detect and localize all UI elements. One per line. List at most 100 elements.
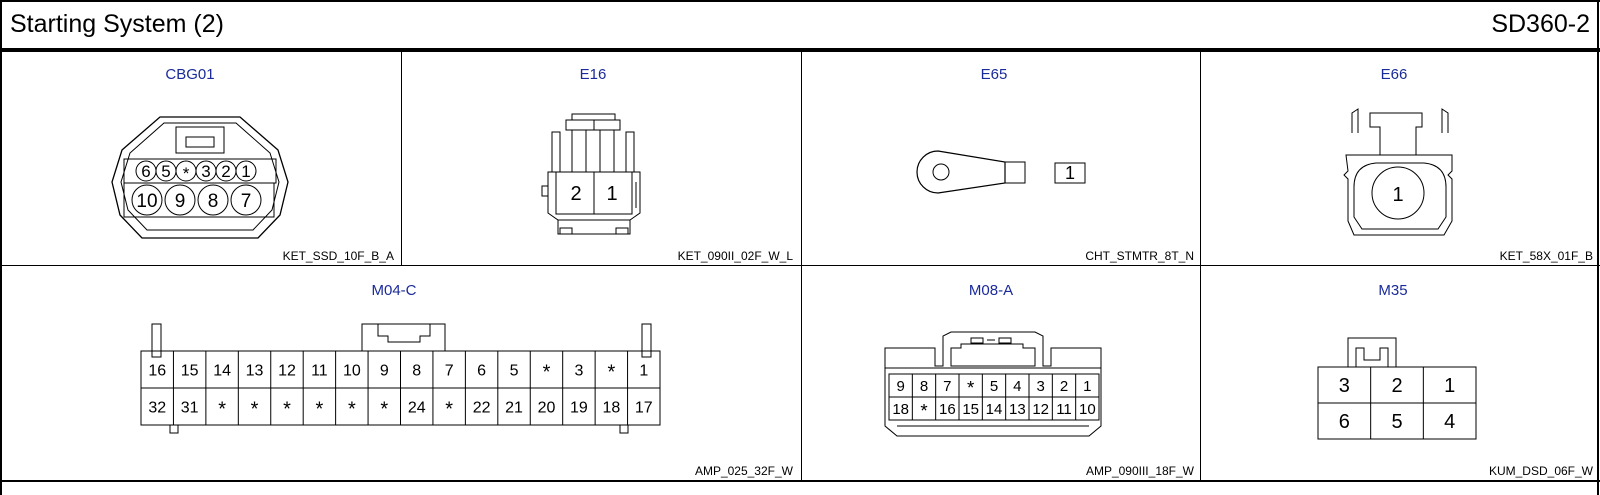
pin-label: 5 bbox=[990, 378, 998, 395]
pin-label: 10 bbox=[343, 362, 361, 379]
pin-label: 6 bbox=[1339, 411, 1350, 433]
connector-cbg01-drawing: 6 5 * 3 2 1 10 9 8 7 bbox=[111, 116, 289, 239]
pin-label: 1 bbox=[1083, 378, 1091, 395]
pin-label: 8 bbox=[412, 362, 421, 379]
pin-label: 3 bbox=[1339, 375, 1350, 397]
pin-label: 6 bbox=[141, 162, 150, 181]
pin-label: 10 bbox=[136, 191, 157, 212]
connector-code: CHT_STMTR_8T_N bbox=[1085, 249, 1194, 263]
pin-label: * bbox=[380, 398, 388, 420]
pin-label: 9 bbox=[175, 191, 186, 212]
pin-label: 2 bbox=[1060, 378, 1068, 395]
page-title: Starting System (2) bbox=[10, 10, 224, 38]
pin-label: 16 bbox=[939, 401, 956, 418]
pin-label: 6 bbox=[477, 362, 486, 379]
pin-label: 1 bbox=[1444, 375, 1455, 397]
connector-name: CBG01 bbox=[165, 66, 215, 83]
pin-label: 8 bbox=[920, 378, 928, 395]
pin-label: 14 bbox=[986, 401, 1003, 418]
connector-code: KET_090II_02F_W_L bbox=[677, 249, 793, 263]
pin-label: 2 bbox=[570, 183, 581, 205]
connector-e66-drawing: 1 bbox=[1343, 108, 1453, 236]
pin-label: 3 bbox=[574, 362, 583, 379]
pin-label: 1 bbox=[1065, 163, 1075, 183]
pin-label: 2 bbox=[221, 162, 230, 181]
pin-label: 1 bbox=[241, 162, 250, 181]
pin-label: 4 bbox=[1013, 378, 1021, 395]
pin-label: 20 bbox=[538, 399, 556, 416]
pin-label: 11 bbox=[311, 362, 328, 379]
cell-divider bbox=[1200, 52, 1201, 480]
pin-label: 7 bbox=[241, 191, 252, 212]
diagram-code: SD360-2 bbox=[1491, 10, 1590, 38]
connector-code: AMP_025_32F_W bbox=[694, 464, 793, 478]
left-border bbox=[0, 0, 2, 495]
pin-label: 32 bbox=[148, 399, 166, 416]
pin-label: 13 bbox=[246, 362, 264, 379]
connector-code: KUM_DSD_06F_W bbox=[1488, 464, 1593, 478]
connector-e65-drawing: 1 bbox=[916, 150, 1086, 194]
pin-label: 1 bbox=[639, 362, 648, 379]
connector-name: E16 bbox=[579, 66, 607, 83]
pin-label: * bbox=[445, 398, 453, 420]
pin-label: 18 bbox=[892, 401, 909, 418]
pin-label: * bbox=[316, 398, 324, 420]
pin-label: 12 bbox=[1032, 401, 1049, 418]
pin-label: * bbox=[348, 398, 356, 420]
connector-code: KET_SSD_10F_B_A bbox=[282, 249, 394, 263]
pin-label: 7 bbox=[943, 378, 951, 395]
connector-name: E66 bbox=[1380, 66, 1408, 83]
connector-code: KET_58X_01F_B bbox=[1499, 249, 1593, 263]
pin-label: * bbox=[218, 398, 226, 420]
connector-m35-drawing: 3 2 1 6 5 4 bbox=[1317, 337, 1477, 440]
pin-label: 18 bbox=[602, 399, 620, 416]
cell-divider bbox=[801, 52, 802, 480]
pin-label: 5 bbox=[161, 162, 170, 181]
pin-label: 1 bbox=[606, 183, 617, 205]
pin-label: 3 bbox=[201, 162, 210, 181]
pin-label: 12 bbox=[278, 362, 296, 379]
pin-label: 13 bbox=[1009, 401, 1026, 418]
pin-label: 17 bbox=[635, 399, 653, 416]
pin-label: * bbox=[183, 164, 190, 183]
pin-label: 7 bbox=[445, 362, 454, 379]
cell-divider bbox=[401, 52, 402, 265]
pin-label: 19 bbox=[570, 399, 588, 416]
top-border bbox=[0, 0, 1600, 2]
pin-label: * bbox=[543, 361, 551, 383]
pin-label: * bbox=[607, 361, 615, 383]
bottom-divider bbox=[0, 480, 1600, 482]
pin-label: 15 bbox=[181, 362, 199, 379]
pin-label: 10 bbox=[1079, 401, 1096, 418]
pin-label: 4 bbox=[1444, 411, 1455, 433]
pin-label: 2 bbox=[1391, 375, 1402, 397]
connector-name: M04-C bbox=[371, 282, 417, 299]
pin-label: 31 bbox=[181, 399, 199, 416]
m35-pin-grid: 3 2 1 6 5 4 bbox=[1339, 367, 1455, 439]
pin-label: 9 bbox=[380, 362, 389, 379]
right-border bbox=[1597, 0, 1599, 495]
cbg01-row1-circles bbox=[135, 160, 257, 182]
pin-label: 24 bbox=[408, 399, 426, 416]
connector-e16-drawing: 2 1 bbox=[541, 113, 641, 235]
pin-label: * bbox=[967, 377, 974, 398]
pin-label: 5 bbox=[1391, 411, 1402, 433]
connector-name: E65 bbox=[980, 66, 1008, 83]
header-divider bbox=[0, 48, 1600, 52]
row-divider bbox=[0, 265, 1600, 266]
pin-label: 22 bbox=[473, 399, 491, 416]
connector-code: AMP_090III_18F_W bbox=[1085, 464, 1194, 478]
pin-label: 1 bbox=[1392, 184, 1403, 206]
pin-label: * bbox=[920, 400, 927, 421]
pin-label: 16 bbox=[148, 362, 166, 379]
connector-name: M08-A bbox=[968, 282, 1014, 299]
pin-label: 9 bbox=[896, 378, 904, 395]
pin-label: 21 bbox=[505, 399, 523, 416]
pin-label: 5 bbox=[510, 362, 519, 379]
pin-label: 8 bbox=[208, 191, 219, 212]
